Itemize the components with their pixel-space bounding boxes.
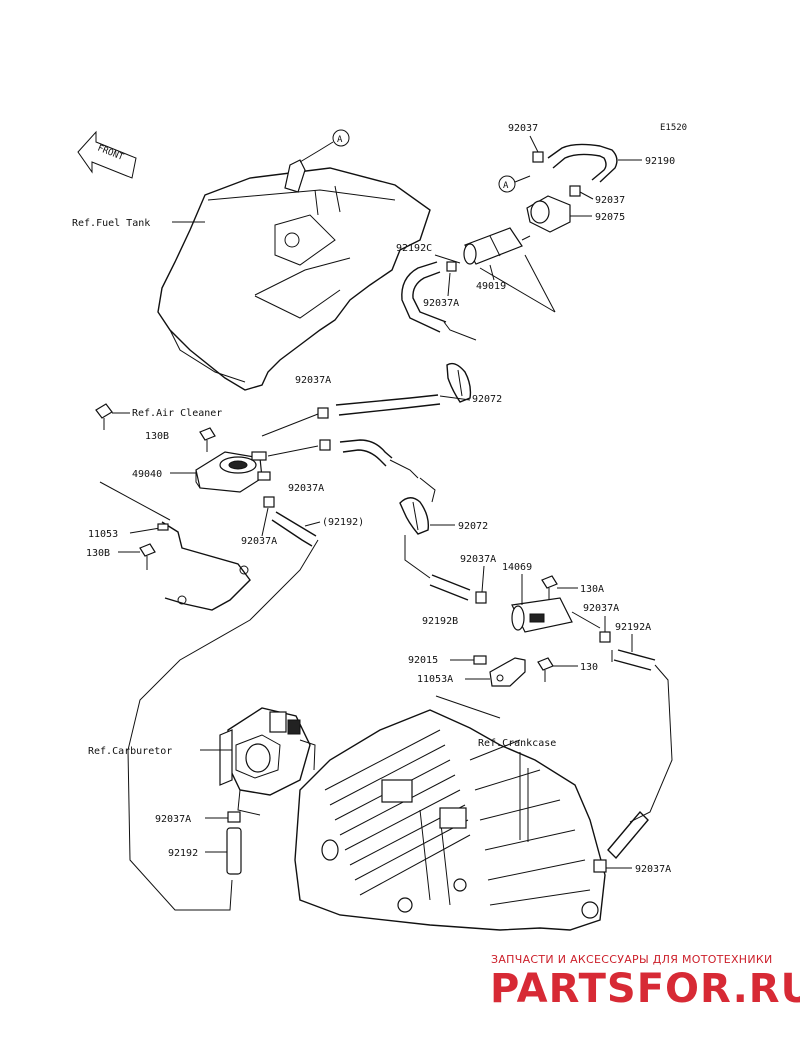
part-92037a-2-label: 92037A	[295, 375, 331, 386]
part-130b-1-label: 130B	[145, 431, 169, 442]
crankcase-drawing	[294, 709, 606, 931]
ref-crankcase-label: Ref.Crankcase	[478, 738, 556, 749]
part-11053a-label: 11053A	[417, 674, 453, 685]
part-92072-1-label: 92072	[472, 394, 502, 405]
hose-upper-pump	[335, 394, 471, 416]
hose-92192c	[401, 261, 477, 341]
ref-carburetor-label: Ref.Carburetor	[88, 746, 172, 757]
filter-holder-92075	[526, 195, 571, 233]
hose-92190	[547, 143, 618, 183]
front-marker-label: FRONT	[96, 144, 125, 164]
part-92037a-6-label: 92037A	[583, 603, 619, 614]
bracket-11053a	[489, 657, 526, 687]
clamp-92037-top	[532, 151, 544, 163]
front-direction-marker: FRONT	[77, 130, 137, 179]
part-92037-top-label: 92037	[508, 123, 538, 134]
reference-a-right-label: A	[503, 181, 509, 191]
part-92192c-label: 92192C	[396, 243, 432, 254]
washer-11053	[157, 523, 169, 531]
fuel-cock-14069	[511, 597, 601, 633]
clamp-92037a-5	[475, 591, 487, 604]
clamp-92037a-7	[227, 811, 241, 823]
part-130b-2-label: 130B	[86, 548, 110, 559]
watermark-brand: PARTSFOR.RU	[490, 966, 800, 1012]
ref-fuel-tank-label: Ref.Fuel Tank	[72, 218, 150, 229]
routing-line-right	[629, 664, 673, 823]
hose-92192a	[611, 649, 656, 671]
clamp-92037a-1	[446, 261, 457, 272]
watermark-tagline: ЗАПЧАСТИ И АКСЕССУАРЫ ДЛЯ МОТОТЕХНИКИ	[491, 953, 773, 966]
hose-92192	[226, 827, 242, 875]
part-130a-label: 130A	[580, 584, 604, 595]
clamp-92037a-6	[599, 631, 611, 643]
part-92037a-5-label: 92037A	[460, 554, 496, 565]
clamp-92037a-4	[263, 496, 275, 508]
clamp-92072-2	[399, 497, 430, 535]
bolt-130a	[541, 575, 558, 600]
part-92037a-3-label: 92037A	[288, 483, 324, 494]
hose-lower-pump	[339, 439, 419, 479]
clamp-92037a-8	[593, 859, 607, 873]
hose-92192-paren	[271, 511, 317, 547]
carburetor-drawing	[219, 707, 316, 816]
part-92190-label: 92190	[645, 156, 675, 167]
hose-lower-right	[607, 810, 649, 860]
reference-circle-a-right: A	[498, 175, 531, 193]
reference-circle-a-top: A	[299, 129, 350, 163]
clamp-92037-mid	[569, 185, 581, 197]
part-92037a-1-label: 92037A	[423, 298, 459, 309]
fuel-tank-drawing	[157, 159, 431, 391]
reference-a-top-label: A	[337, 135, 343, 145]
air-cleaner-bolt	[95, 403, 113, 430]
bolt-130	[537, 657, 554, 682]
part-92037-mid-label: 92037	[595, 195, 625, 206]
clamp-lower-pump	[319, 439, 331, 451]
part-92192-paren-label: (92192)	[322, 517, 364, 528]
routing-line-left	[127, 539, 319, 911]
fuel-filter-49019	[463, 227, 531, 265]
part-49040-label: 49040	[132, 469, 162, 480]
part-92037a-7-label: 92037A	[155, 814, 191, 825]
part-11053-label: 11053	[88, 529, 118, 540]
bolt-130b-1	[199, 427, 216, 452]
clamp-92072-1	[446, 362, 472, 403]
part-92072-2-label: 92072	[458, 521, 488, 532]
diagram-code: E1520	[660, 123, 687, 133]
bolt-130b-2	[139, 543, 156, 570]
part-14069-label: 14069	[502, 562, 532, 573]
fuel-pump-49040	[195, 451, 271, 493]
part-130-label: 130	[580, 662, 598, 673]
clip-92015	[473, 655, 487, 665]
part-92192b-label: 92192B	[422, 616, 458, 627]
hose-92192b	[429, 574, 471, 601]
part-92075-label: 92075	[595, 212, 625, 223]
clamp-upper-pump	[317, 407, 329, 419]
bracket-11053	[99, 481, 251, 611]
ref-air-cleaner-label: Ref.Air Cleaner	[132, 408, 222, 419]
part-92192a-label: 92192A	[615, 622, 651, 633]
part-92037a-4-label: 92037A	[241, 536, 277, 547]
part-92015-label: 92015	[408, 655, 438, 666]
part-49019-label: 49019	[476, 281, 506, 292]
part-92037a-8-label: 92037A	[635, 864, 671, 875]
part-92192-label: 92192	[168, 848, 198, 859]
